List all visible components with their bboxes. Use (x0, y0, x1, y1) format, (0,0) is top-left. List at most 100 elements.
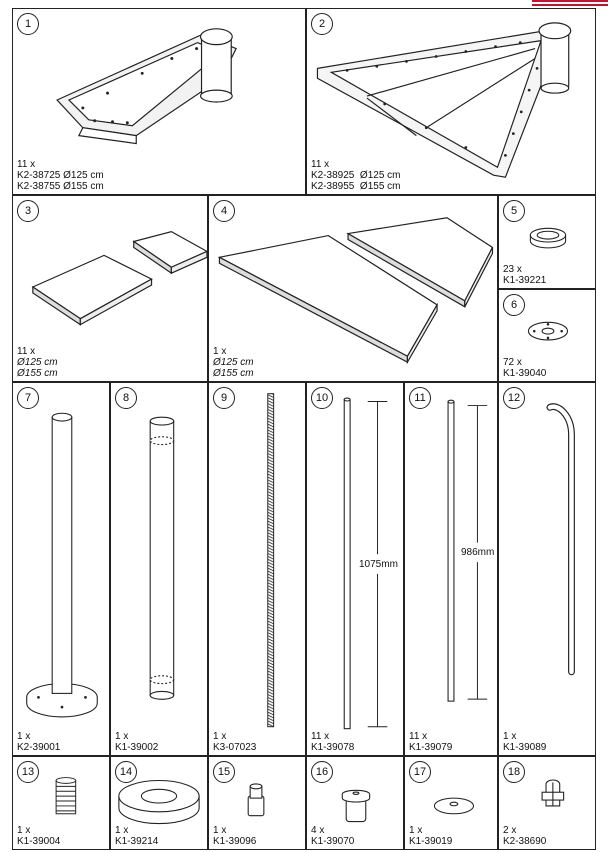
part-cell-15: 15 1 x K1-39096 (208, 756, 306, 850)
quantity-text: 4 x (311, 825, 325, 836)
triangular-frame-illustration (316, 22, 572, 178)
rod-with-dimension-illustration (447, 399, 488, 702)
part-number-badge: 15 (213, 761, 235, 783)
flat-washer-plate-illustration (527, 321, 569, 341)
part-cell-6: 6 72 x K1-39040 (498, 289, 596, 382)
part-caption: 2 x K2-38690 (503, 825, 546, 847)
quantity-text: 11 x (17, 346, 36, 357)
part-caption: 11 x K2-38925 Ø125 cm K2-38955 Ø155 cm (311, 159, 401, 192)
ring-base-illustration (118, 779, 200, 825)
quantity-text: 1 x (213, 731, 227, 742)
part-code-text: K2-38755 Ø155 cm (17, 181, 104, 192)
part-number-badge: 18 (503, 761, 525, 783)
quantity-text: 1 x (115, 731, 129, 742)
threaded-rod-illustration (267, 393, 275, 728)
quantity-text: 1 x (503, 731, 517, 742)
part-caption: 1 x K1-39002 (115, 731, 158, 753)
part-code-text: K1-39040 (503, 368, 547, 379)
part-number-badge: 4 (213, 200, 235, 222)
quantity-text: 1 x (213, 825, 227, 836)
part-code-text: K1-39002 (115, 742, 159, 753)
part-code-text: K2-38925 Ø125 cm (311, 170, 401, 181)
bracket-arm-illustration (56, 28, 237, 145)
part-number-badge: 16 (311, 761, 333, 783)
small-panels-illustration (31, 230, 207, 326)
part-code-text: Ø155 cm (17, 368, 58, 379)
part-code-text: Ø155 cm (213, 368, 254, 379)
part-caption: 1 x K1-39214 (115, 825, 158, 847)
part-cell-16: 16 4 x K1-39070 (306, 756, 404, 850)
cap-fitting-illustration (247, 783, 265, 817)
part-code-text: K2-38725 Ø125 cm (17, 170, 104, 181)
part-cell-1: 1 11 x K2-38725 Ø125 cm K2-38755 Ø155 cm (12, 8, 306, 195)
accent-bar-bottom (532, 4, 608, 6)
part-code-text: K1-39089 (503, 742, 547, 753)
part-cell-4: 4 1 x Ø125 cm Ø155 cm (208, 195, 498, 382)
part-code-text: K1-39078 (311, 742, 355, 753)
part-code-text: Ø125 cm (213, 357, 254, 368)
part-code-text: K1-39019 (409, 836, 453, 847)
part-number-badge: 6 (503, 294, 525, 316)
part-caption: 4 x K1-39070 (311, 825, 354, 847)
accent-bar-top (532, 0, 608, 2)
part-cell-14: 14 1 x K1-39214 (110, 756, 208, 850)
quantity-text: 11 x (311, 731, 330, 742)
large-panels-illustration (217, 217, 494, 365)
part-number-badge: 8 (115, 387, 137, 409)
part-caption: 1 x Ø125 cm Ø155 cm (213, 346, 254, 379)
quantity-text: 1 x (115, 825, 129, 836)
part-code-text: K3-07023 (213, 742, 257, 753)
quantity-text: 11 x (17, 159, 36, 170)
part-cell-8: 8 1 x K1-39002 (110, 382, 208, 756)
part-code-text: Ø125 cm (17, 357, 58, 368)
part-number-badge: 10 (311, 387, 333, 409)
dimension-label: 986mm (461, 547, 495, 558)
part-caption: 1 x K1-39004 (17, 825, 60, 847)
quantity-text: 11 x (311, 159, 330, 170)
part-cell-18: 18 2 x K2-38690 (498, 756, 596, 850)
threaded-coupler-illustration (55, 777, 77, 815)
part-number-badge: 5 (503, 200, 525, 222)
part-number-badge: 3 (17, 200, 39, 222)
part-cell-12: 12 1 x K1-39089 (498, 382, 596, 756)
part-number-badge: 9 (213, 387, 235, 409)
quantity-text: 1 x (409, 825, 423, 836)
base-post-illustration (26, 412, 98, 718)
part-number-badge: 2 (311, 13, 333, 35)
part-caption: 1 x K2-39001 (17, 731, 60, 753)
part-caption: 11 x Ø125 cm Ø155 cm (17, 346, 58, 379)
part-caption: 11 x K2-38725 Ø125 cm K2-38755 Ø155 cm (17, 159, 104, 192)
quantity-text: 72 x (503, 357, 522, 368)
part-code-text: K2-38955 Ø155 cm (311, 181, 401, 192)
part-code-text: K1-39214 (115, 836, 159, 847)
part-number-badge: 1 (17, 13, 39, 35)
part-caption: 1 x K1-39089 (503, 731, 546, 753)
part-cell-17: 17 1 x K1-39019 (404, 756, 498, 850)
part-cell-3: 3 11 x Ø125 cm Ø155 cm (12, 195, 208, 382)
part-cell-11: 11 986mm 11 x K1-39079 (404, 382, 498, 756)
part-code-text: K2-39001 (17, 742, 61, 753)
quantity-text: 1 x (17, 731, 31, 742)
part-caption: 11 x K1-39079 (409, 731, 452, 753)
part-cell-10: 10 1075mm 11 x K1-39078 (306, 382, 404, 756)
part-cell-9: 9 1 x K3-07023 (208, 382, 306, 756)
part-caption: 1 x K1-39096 (213, 825, 256, 847)
grommet-illustration (529, 227, 567, 249)
part-caption: 1 x K3-07023 (213, 731, 256, 753)
tube-illustration (149, 416, 175, 700)
part-cell-7: 7 1 x K2-39001 (12, 382, 110, 756)
part-caption: 11 x K1-39078 (311, 731, 354, 753)
quantity-text: 1 x (213, 346, 227, 357)
part-cell-5: 5 23 x K1-39221 (498, 195, 596, 289)
part-code-text: K1-39096 (213, 836, 257, 847)
part-number-badge: 17 (409, 761, 431, 783)
part-code-text: K1-39004 (17, 836, 61, 847)
part-caption: 23 x K1-39221 (503, 264, 546, 286)
part-code-text: K1-39221 (503, 275, 547, 286)
part-number-badge: 14 (115, 761, 137, 783)
part-number-badge: 7 (17, 387, 39, 409)
part-cell-2: 2 11 x K2-38925 Ø125 cm K2-38955 Ø155 cm (306, 8, 596, 195)
part-code-text: K1-39079 (409, 742, 453, 753)
quantity-text: 11 x (409, 731, 428, 742)
quantity-text: 2 x (503, 825, 517, 836)
